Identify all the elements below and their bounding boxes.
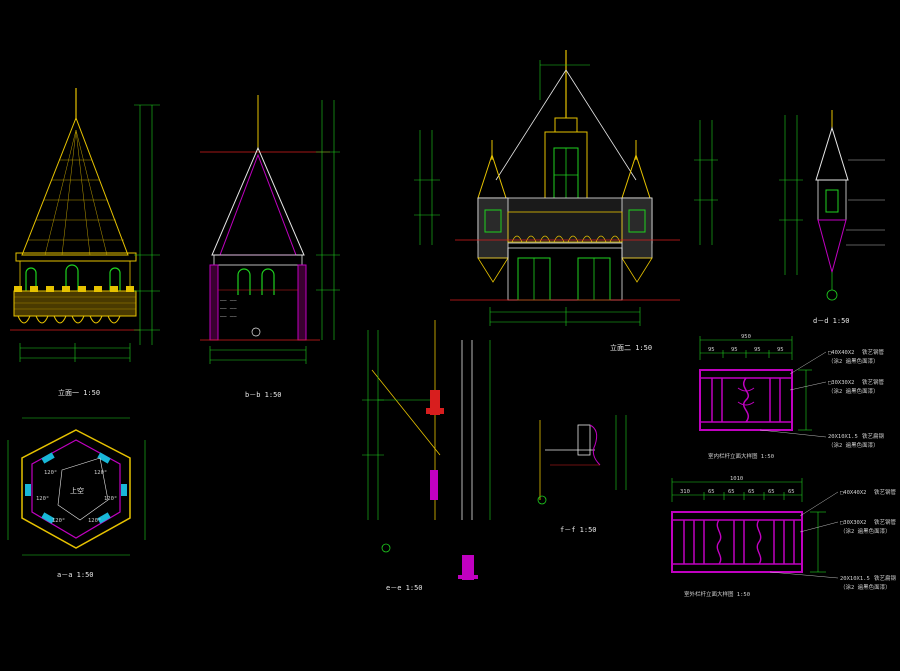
plan-angle-6: 120° — [88, 518, 101, 524]
railing-1-total-dim: 950 — [741, 334, 751, 340]
railing-2-dim-5: 65 — [768, 489, 775, 495]
railing-2-label-3: 铁艺扁钢 — [874, 574, 897, 582]
plan-angle-3: 120° — [36, 496, 49, 502]
railing-2-dim-4: 65 — [748, 489, 755, 495]
caption-elevation-2: 立面二 1:50 — [610, 343, 652, 352]
railing-1-dim-2: 95 — [731, 347, 738, 353]
section-d-drawing — [779, 110, 885, 301]
svg-text:—— ——: —— —— — [220, 298, 237, 304]
railing-2-dim-2: 65 — [708, 489, 715, 495]
svg-text:—— ——: —— —— — [220, 314, 237, 320]
section-f-drawing — [537, 415, 627, 505]
caption-railing-1: 室内栏杆立面大样图 1:50 — [708, 452, 774, 460]
railing-2-note-1: □40X40X2 — [840, 490, 867, 496]
railing-2-label-2: 铁艺钢管 — [874, 518, 897, 526]
caption-section-d: d－d 1:50 — [813, 317, 850, 325]
railing-2-total-dim: 1010 — [730, 476, 743, 482]
plan-angle-4: 120° — [104, 496, 117, 502]
railing-1-drawing: 950 95 95 95 95 □40X40X2 铁艺钢管 （涂2 遍黑色面漆）… — [699, 334, 885, 449]
railing-2-note-3: （涂2 遍黑色面漆） — [840, 527, 891, 535]
plan-center-label: 上空 — [70, 486, 84, 495]
railing-2-dim-3: 65 — [728, 489, 735, 495]
svg-text:—— ——: —— —— — [220, 306, 237, 312]
railing-1-dim-4: 95 — [777, 347, 784, 353]
caption-railing-2: 室外栏杆立面大样图 1:50 — [684, 590, 750, 598]
caption-elevation-1: 立面一 1:50 — [58, 388, 100, 397]
railing-1-label-3: 铁艺扁钢 — [862, 432, 885, 440]
railing-1-dim-3: 95 — [754, 347, 761, 353]
plan-angle-2: 120° — [94, 470, 107, 476]
railing-2-label-1: 铁艺钢管 — [874, 488, 897, 496]
plan-angle-1: 120° — [44, 470, 57, 476]
caption-section-e: e－e 1:50 — [386, 584, 423, 592]
section-b-drawing: —— —— —— —— —— —— — [200, 95, 340, 364]
railing-1-label-2: 铁艺钢管 — [862, 378, 885, 386]
section-e-drawing — [362, 320, 491, 580]
railing-2-drawing: 1010 310 65 65 65 65 65 □40X40X2 □30X30X… — [671, 476, 897, 591]
railing-2-dim-1: 310 — [680, 489, 690, 495]
railing-2-dim-6: 65 — [788, 489, 795, 495]
elevation-1-drawing — [10, 88, 160, 362]
railing-1-note-3: □30X30X2 — [828, 380, 855, 386]
caption-section-f: f－f 1:50 — [560, 526, 597, 534]
railing-1-note-1: □40X40X2 — [828, 350, 855, 356]
railing-1-note-6: （涂2 遍黑色面漆） — [828, 441, 879, 449]
captions: 立面一 1:50 b－b 1:50 立面二 1:50 d－d 1:50 a－a … — [57, 317, 850, 598]
caption-plan-a: a－a 1:50 — [57, 571, 94, 579]
railing-1-note-2: （涂2 遍黑色面漆） — [828, 357, 879, 365]
railing-2-note-5: （涂2 遍黑色面漆） — [840, 583, 891, 591]
elevation-2-drawing — [414, 50, 718, 326]
railing-1-note-5: 20X10X1.5 — [828, 434, 858, 440]
railing-1-dim-1: 95 — [708, 347, 715, 353]
plan-a-drawing: 上空 120° 120° 120° 120° 120° 120° — [7, 417, 146, 556]
railing-1-label-1: 铁艺钢管 — [862, 348, 885, 356]
railing-2-note-2: □30X30X2 — [840, 520, 867, 526]
plan-angle-5: 120° — [52, 518, 65, 524]
railing-1-note-4: （涂2 遍黑色面漆） — [828, 387, 879, 395]
caption-section-b: b－b 1:50 — [245, 391, 282, 399]
railing-2-note-4: 20X10X1.5 — [840, 576, 870, 582]
